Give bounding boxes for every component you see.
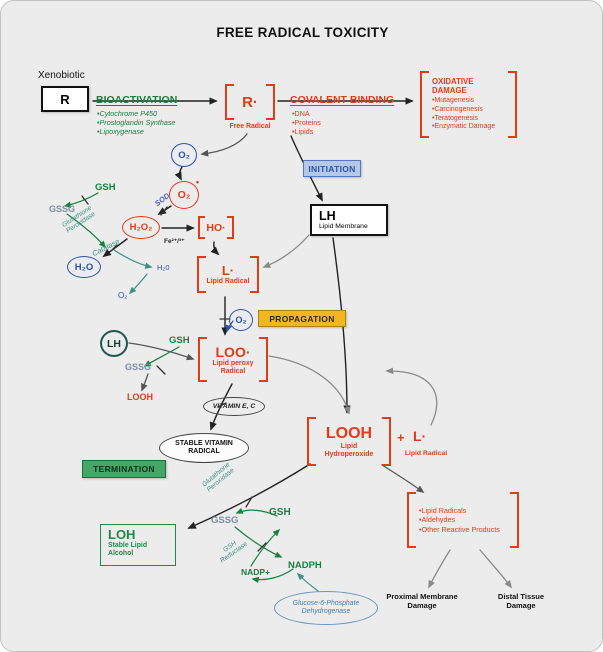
loh-caption: Stable Lipid bbox=[108, 542, 148, 549]
oxidative-damage-item: •Carcinogenesis bbox=[432, 105, 483, 113]
lipid-peroxy-radical-caption2: Radical bbox=[220, 367, 246, 375]
water-molecule: H₂O bbox=[67, 256, 101, 278]
lipid-membrane-caption: Lipid Membrane bbox=[319, 223, 368, 230]
gssg-label-mid: GSSG bbox=[125, 362, 152, 372]
gssg-label-bottom: GSSG bbox=[211, 515, 239, 526]
proximal-damage-label: Proximal Membrane Damage bbox=[386, 592, 458, 610]
lipid-peroxy-radical-bracket: LOO· Lipid peroxy Radical bbox=[198, 337, 268, 382]
plus-sign: + bbox=[397, 430, 405, 445]
gsh-label-bottom: GSH bbox=[269, 507, 291, 518]
covalent-binding-target: •Proteins bbox=[292, 118, 321, 127]
bioactivation-heading: BIOACTIVATION bbox=[96, 94, 178, 106]
radical-dot: • bbox=[195, 177, 199, 187]
lipid-hydroperoxide-symbol: LOOH bbox=[325, 424, 373, 442]
glutathione-cycle-arrows bbox=[63, 192, 294, 584]
bioactivation-enzyme: •Prostoglandin Synthase bbox=[97, 118, 176, 127]
water-byproduct-label: H₂0 bbox=[157, 263, 170, 272]
gssg-label-top: GSSG bbox=[49, 204, 76, 214]
reactive-products-box: •Lipid Radicals •Aldehydes •Other Reacti… bbox=[407, 492, 519, 548]
lipid-hydroperoxide-bracket: LOOH Lipid Hydroperoxide bbox=[307, 417, 391, 466]
distal-damage-label: Distal Tissue Damage bbox=[497, 592, 545, 610]
oxidative-damage-box: OXIDATIVE DAMAGE •Mutagenesis •Carcinoge… bbox=[420, 71, 517, 138]
fenton-label: Fe²⁺/³⁺ bbox=[164, 238, 185, 245]
loh-symbol: LOH bbox=[108, 527, 136, 542]
oxidative-damage-item: •Mutagenesis bbox=[432, 97, 475, 105]
reactive-product-item: •Aldehydes bbox=[419, 515, 456, 525]
lipid-radical-caption: Lipid Radical bbox=[206, 278, 250, 286]
free-radical-caption: Free Radical bbox=[229, 123, 271, 130]
loh-box: LOH Stable Lipid Alcohol bbox=[100, 524, 176, 566]
hydrogen-peroxide: H₂O₂ bbox=[122, 216, 160, 239]
regenerated-lipid-radical: L· bbox=[413, 428, 427, 444]
vitamin-ellipse: VITAMIN E, C bbox=[203, 397, 265, 416]
gsh-label-top: GSH bbox=[95, 182, 116, 193]
xenobiotic-box: R bbox=[41, 86, 89, 112]
oxidative-damage-item: •Enzymatic Damage bbox=[432, 123, 496, 131]
superoxide-symbol: O₂ bbox=[177, 189, 191, 201]
propagation-cycle-arrows bbox=[262, 234, 513, 589]
xenobiotic-label: Xenobiotic bbox=[38, 70, 85, 81]
lipid-membrane-symbol: LH bbox=[319, 209, 336, 223]
oxygen-molecule: O₂ bbox=[171, 143, 197, 167]
covalent-binding-target: •Lipids bbox=[292, 127, 314, 136]
bioactivation-enzyme: •Cytochrome P450 bbox=[97, 109, 158, 118]
stable-vitamin-radical-ellipse: STABLE VITAMIN RADICAL bbox=[159, 433, 249, 463]
bioactivation-enzyme-list: •Cytochrome P450 •Prostoglandin Synthase… bbox=[97, 109, 175, 136]
gsh-label-mid: GSH bbox=[169, 335, 190, 346]
g6pd-ellipse: Glucose-6-Phosphate Dehydrogenase bbox=[274, 591, 378, 625]
superoxide-radical: O₂ • bbox=[169, 177, 199, 209]
looh-label-mid: LOOH bbox=[127, 392, 153, 402]
free-radical-symbol: R· bbox=[242, 93, 258, 111]
lh-cycle-circle: LH bbox=[100, 330, 128, 357]
free-radical-bracket: R· bbox=[225, 84, 275, 120]
lipid-peroxy-radical-caption: Lipid peroxy bbox=[212, 359, 254, 367]
loh-caption2: Alcohol bbox=[108, 549, 134, 557]
oxidative-damage-item: •Teratogenesis bbox=[432, 114, 479, 122]
covalent-binding-target: •DNA bbox=[292, 109, 310, 118]
diagram-title: FREE RADICAL TOXICITY bbox=[216, 25, 389, 40]
termination-badge: TERMINATION bbox=[82, 460, 166, 478]
propagation-oxygen: O₂ bbox=[229, 309, 253, 331]
reactive-product-item: •Lipid Radicals bbox=[419, 505, 467, 515]
regenerated-lipid-radical-caption: Lipid Radical bbox=[404, 450, 448, 457]
lipid-hydroperoxide-caption2: Hydroperoxide bbox=[324, 450, 374, 458]
nadph-label: NADPH bbox=[288, 560, 322, 571]
lipid-membrane-box: LH Lipid Membrane bbox=[310, 204, 388, 236]
lipid-radical-bracket: L· Lipid Radical bbox=[197, 256, 259, 293]
oxidative-damage-heading: OXIDATIVE DAMAGE bbox=[432, 77, 474, 96]
secondary-arrows bbox=[128, 133, 425, 494]
lipid-radical-symbol: L· bbox=[221, 263, 235, 279]
lipid-hydroperoxide-caption: Lipid bbox=[340, 442, 358, 450]
hydroxyl-radical-symbol: HO· bbox=[206, 221, 226, 234]
oxygen-byproduct-label: O₂ bbox=[118, 291, 128, 300]
catalase-byproduct-arrows bbox=[113, 249, 319, 592]
bioactivation-enzyme: •Lipoxygenase bbox=[97, 127, 144, 136]
covalent-binding-heading: COVALENT BINDING bbox=[290, 94, 395, 106]
reaction-tick-marks bbox=[81, 195, 267, 552]
lipid-peroxy-radical-symbol: LOO· bbox=[215, 343, 251, 360]
hydroxyl-radical-bracket: HO· bbox=[198, 216, 234, 239]
initiation-badge: INITIATION bbox=[303, 160, 361, 177]
reactive-product-item: •Other Reactive Products bbox=[419, 524, 500, 534]
main-flow-arrows bbox=[92, 97, 414, 529]
covalent-binding-target-list: •DNA •Proteins •Lipids bbox=[292, 109, 321, 136]
propagation-badge: PROPAGATION bbox=[258, 310, 346, 327]
nadp-label: NADP+ bbox=[241, 567, 271, 577]
